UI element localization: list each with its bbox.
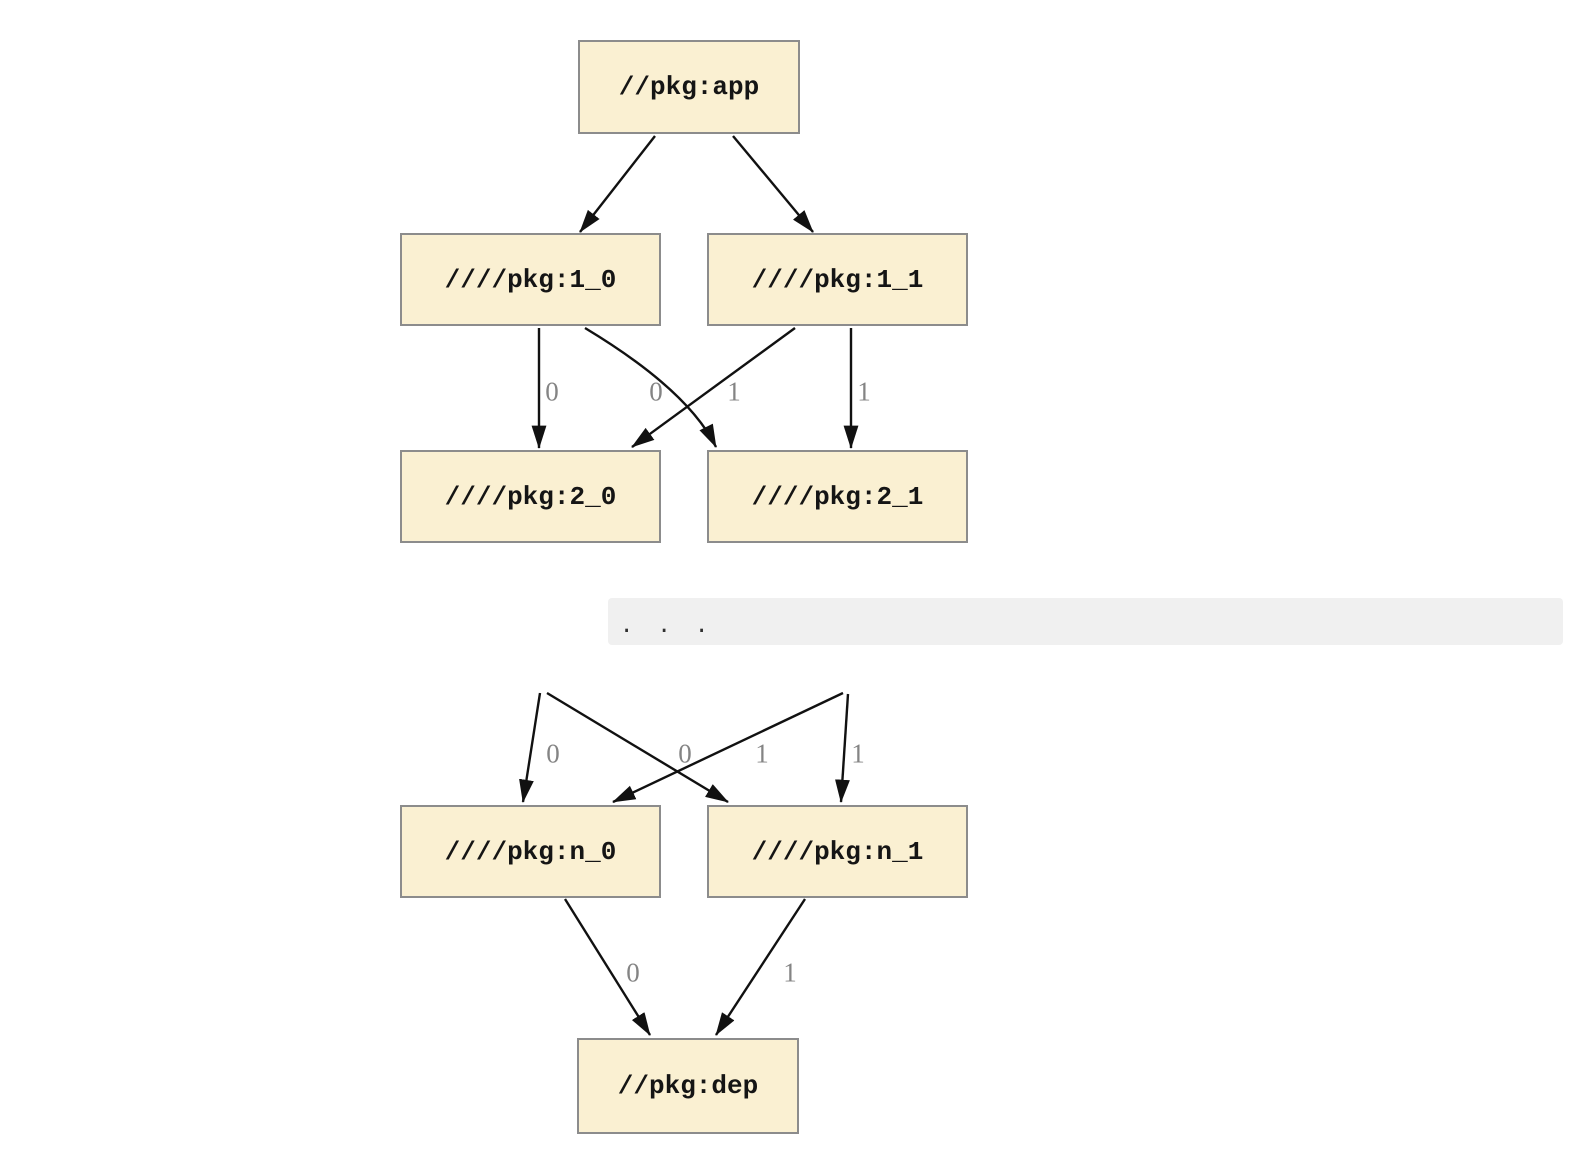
edge-ellipsis-to-n_0-cross	[612, 691, 844, 804]
edge-label-n_1-dep: 1	[783, 957, 797, 988]
edge-label-n_0-dep: 0	[626, 957, 640, 988]
edge-label-ellipsis-n_0-straight: 0	[546, 738, 560, 769]
node-pkg-2_1-label: ////pkg:2_1	[751, 481, 924, 512]
edge-label-ellipsis-n_1-straight: 1	[851, 738, 865, 769]
edge-label-1_0-2_1: 0	[649, 376, 663, 407]
edge-label-ellipsis-n_1-cross: 0	[678, 738, 692, 769]
node-pkg-app-label: //pkg:app	[618, 72, 760, 102]
node-pkg-app: //pkg:app	[578, 40, 800, 134]
edge-ellipsis-to-n_1-cross	[546, 691, 729, 804]
ellipsis-dots: . . .	[620, 613, 709, 638]
node-pkg-dep: //pkg:dep	[577, 1038, 799, 1134]
node-pkg-dep-label: //pkg:dep	[617, 1071, 759, 1101]
node-pkg-2_0: ////pkg:2_0	[400, 450, 661, 543]
edge-ellipsis-to-n_1-straight	[835, 693, 850, 803]
node-pkg-1_1-label: ////pkg:1_1	[751, 264, 924, 295]
edge-app-to-1_0	[579, 135, 656, 233]
node-pkg-n_0-label: ////pkg:n_0	[444, 836, 617, 867]
node-pkg-n_1: ////pkg:n_1	[707, 805, 968, 898]
edge-1_0-to-2_1	[584, 326, 718, 448]
edge-label-ellipsis-n_0-cross: 1	[755, 738, 769, 769]
node-pkg-1_1: ////pkg:1_1	[707, 233, 968, 326]
edge-label-1_1-2_1: 1	[857, 376, 871, 407]
node-pkg-1_0: ////pkg:1_0	[400, 233, 661, 326]
node-pkg-n_0: ////pkg:n_0	[400, 805, 661, 898]
edge-label-1_1-2_0: 1	[727, 376, 741, 407]
edge-app-to-1_1	[732, 135, 814, 233]
edge-ellipsis-to-n_0-straight	[519, 692, 542, 803]
edge-label-1_0-2_0: 0	[545, 376, 559, 407]
node-pkg-n_1-label: ////pkg:n_1	[751, 836, 924, 867]
node-pkg-1_0-label: ////pkg:1_0	[444, 264, 617, 295]
edge-1_1-to-2_0	[631, 327, 796, 448]
edge-n_0-to-dep	[563, 898, 652, 1036]
node-pkg-2_1: ////pkg:2_1	[707, 450, 968, 543]
ellipsis-band: . . .	[608, 598, 1563, 645]
edge-n_1-to-dep	[714, 898, 807, 1036]
node-pkg-2_0-label: ////pkg:2_0	[444, 481, 617, 512]
